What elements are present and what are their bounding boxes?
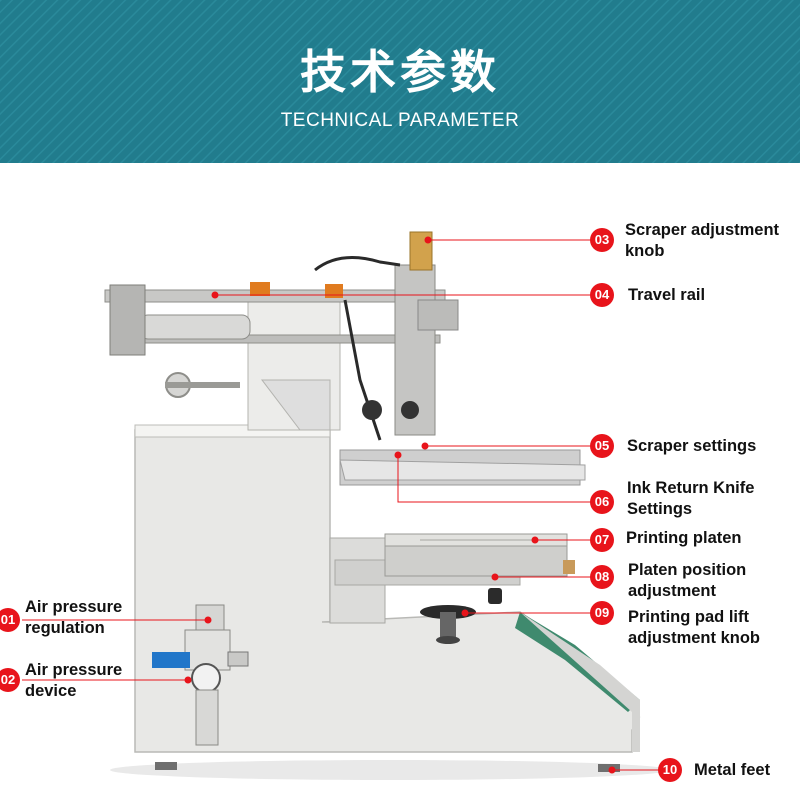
- callout-number-06: 06: [590, 490, 614, 514]
- header-banner: 技术参数 TECHNICAL PARAMETER: [0, 0, 800, 163]
- callout-number-02: 02: [0, 668, 20, 692]
- callout-number-01: 01: [0, 608, 20, 632]
- header-title-cn: 技术参数: [300, 45, 500, 99]
- label-metal-feet: Metal feet: [694, 761, 771, 779]
- callout-number-07: 07: [590, 528, 614, 552]
- callout-number-08: 08: [590, 565, 614, 589]
- header-background: [0, 0, 800, 163]
- callout-number-09: 09: [590, 601, 614, 625]
- callout-number-05: 05: [590, 434, 614, 458]
- callout-number-10: 10: [658, 758, 682, 782]
- callout-number-03: 03: [590, 228, 614, 252]
- label-scraper-settings: Scraper settings: [627, 437, 757, 455]
- callout-number-04: 04: [590, 283, 614, 307]
- label-travel-rail: Travel rail: [628, 286, 706, 304]
- header-title-en: TECHNICAL PARAMETER: [280, 110, 520, 131]
- label-printing-platen: Printing platen: [626, 529, 742, 547]
